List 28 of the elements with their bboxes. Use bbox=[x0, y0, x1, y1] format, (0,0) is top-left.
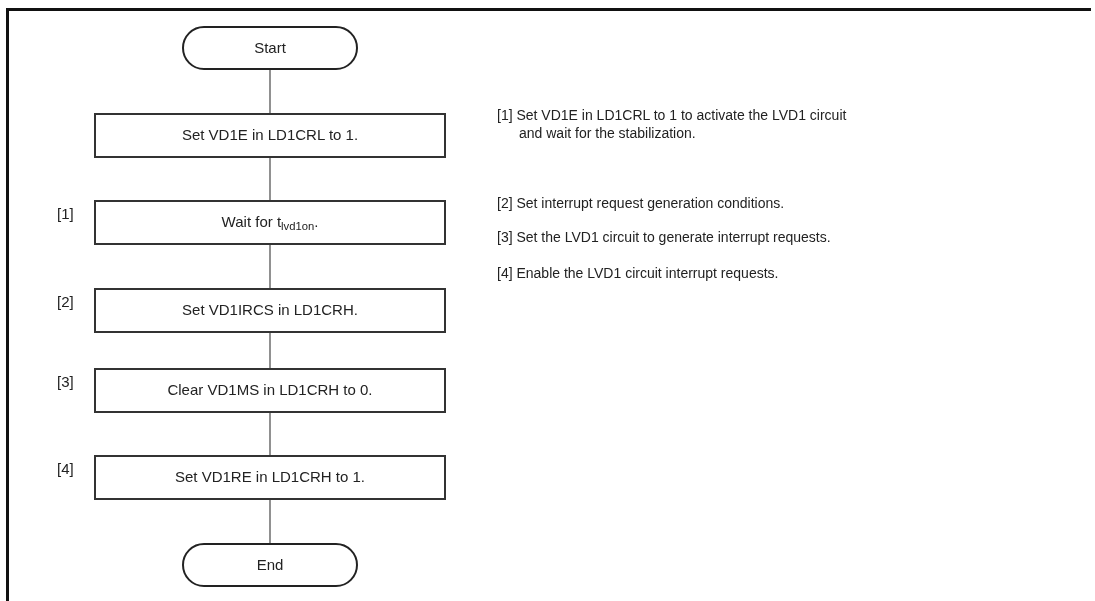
step-number: [1] bbox=[57, 204, 74, 224]
step-text: Set VD1E in LD1CRL to 1. bbox=[181, 125, 359, 146]
step-note: [3] Set the LVD1 circuit to generate interrupt requests. bbox=[497, 228, 832, 246]
process-box bbox=[94, 368, 446, 413]
connector-line bbox=[269, 332, 271, 369]
connector-line bbox=[269, 412, 271, 456]
step-note: [1] Set VD1E in LD1CRL to 1 to activate the LVD1 circuit and wait for the stabilization. bbox=[497, 106, 848, 142]
step-number: [4] bbox=[57, 459, 74, 479]
step-text: Wait for t$_{lvd1on}$. bbox=[221, 212, 319, 234]
connector-line bbox=[269, 244, 271, 289]
process-box bbox=[94, 288, 446, 333]
step-text: Set VD1RE in LD1CRH to 1. bbox=[174, 467, 366, 488]
terminal-shape bbox=[182, 26, 358, 70]
connector-line bbox=[269, 499, 271, 544]
connector-line bbox=[269, 157, 271, 201]
step-text: Start bbox=[254, 37, 286, 58]
connector-line bbox=[269, 69, 271, 114]
step-note: [2] Set interrupt request generation conditions. bbox=[497, 194, 786, 212]
step-text: Clear VD1MS in LD1CRH to 0. bbox=[167, 380, 373, 401]
step-number: [3] bbox=[57, 372, 74, 392]
process-box bbox=[94, 113, 446, 158]
process-box bbox=[94, 200, 446, 245]
step-note: [4] Enable the LVD1 circuit interrupt requests. bbox=[497, 264, 780, 282]
process-box bbox=[94, 455, 446, 500]
step-number: [2] bbox=[57, 292, 74, 312]
step-text: End bbox=[256, 554, 284, 575]
step-text: Set VD1IRCS in LD1CRH. bbox=[182, 300, 358, 321]
terminal-shape bbox=[182, 543, 358, 587]
